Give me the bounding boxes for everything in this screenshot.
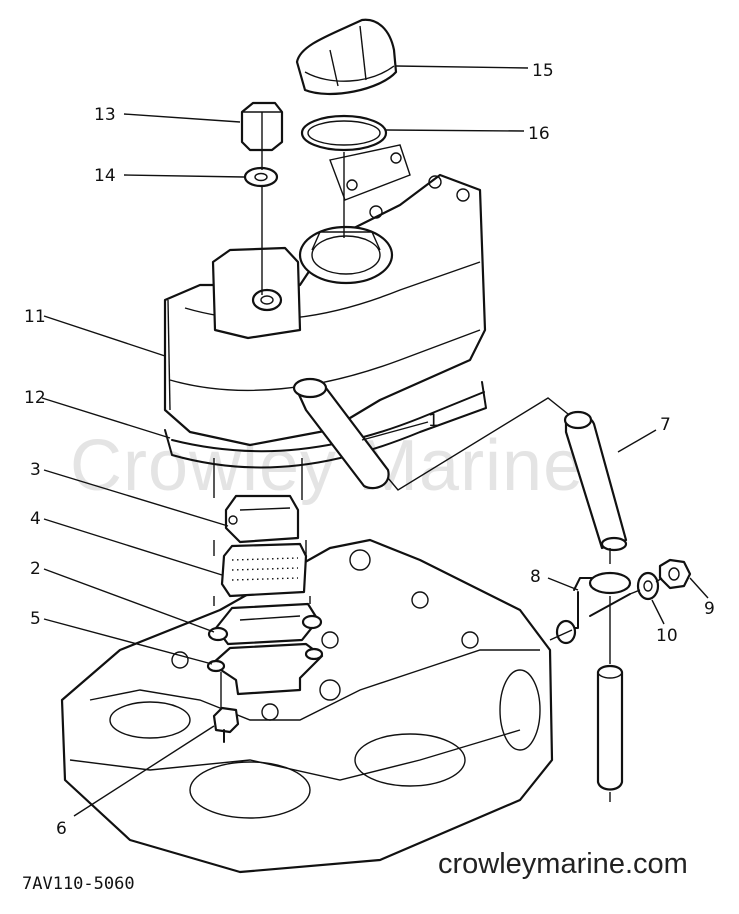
callout-4: 4 xyxy=(30,509,41,529)
hex-nut xyxy=(658,558,692,590)
callout-1: 1 xyxy=(428,411,439,431)
alignment-lines xyxy=(213,150,663,802)
callout-12: 12 xyxy=(24,388,46,408)
cover-gasket xyxy=(164,381,487,469)
callout-6: 6 xyxy=(56,819,67,839)
callout-13: 13 xyxy=(94,105,116,125)
oil-filler-cap xyxy=(295,18,398,96)
watermark-text: Crowley Marine xyxy=(70,426,584,506)
callout-5: 5 xyxy=(30,609,41,629)
engine-block xyxy=(60,538,554,874)
flat-washer xyxy=(636,571,660,601)
cylinder-head-cover xyxy=(163,144,487,447)
drain-hose xyxy=(563,410,628,552)
callout-15: 15 xyxy=(532,61,554,81)
diagram-code: 7AV110-5060 xyxy=(22,874,135,894)
hose-lower xyxy=(596,664,624,791)
callout-8: 8 xyxy=(530,567,541,587)
callout-7: 7 xyxy=(660,415,671,435)
reed-valve-plate xyxy=(207,602,323,646)
callout-10: 10 xyxy=(656,626,678,646)
cap-nut xyxy=(240,101,284,152)
callout-9: 9 xyxy=(704,599,715,619)
callout-numbers: 1 2 3 4 5 6 7 8 9 10 11 12 13 14 15 16 xyxy=(24,61,715,839)
reed-valve-gasket xyxy=(206,642,324,696)
breather-hose xyxy=(292,377,390,490)
washer xyxy=(243,166,279,188)
callout-3: 3 xyxy=(30,460,41,480)
bolt xyxy=(212,706,240,743)
callout-16: 16 xyxy=(528,124,550,144)
site-url: crowleymarine.com xyxy=(438,848,688,880)
callout-2: 2 xyxy=(30,559,41,579)
o-ring xyxy=(300,114,388,152)
reed-valve-assembly xyxy=(220,542,308,598)
leader-lines xyxy=(41,65,709,817)
callout-11: 11 xyxy=(24,307,46,327)
callout-14: 14 xyxy=(94,166,116,186)
reed-valve-stopper xyxy=(224,494,300,544)
